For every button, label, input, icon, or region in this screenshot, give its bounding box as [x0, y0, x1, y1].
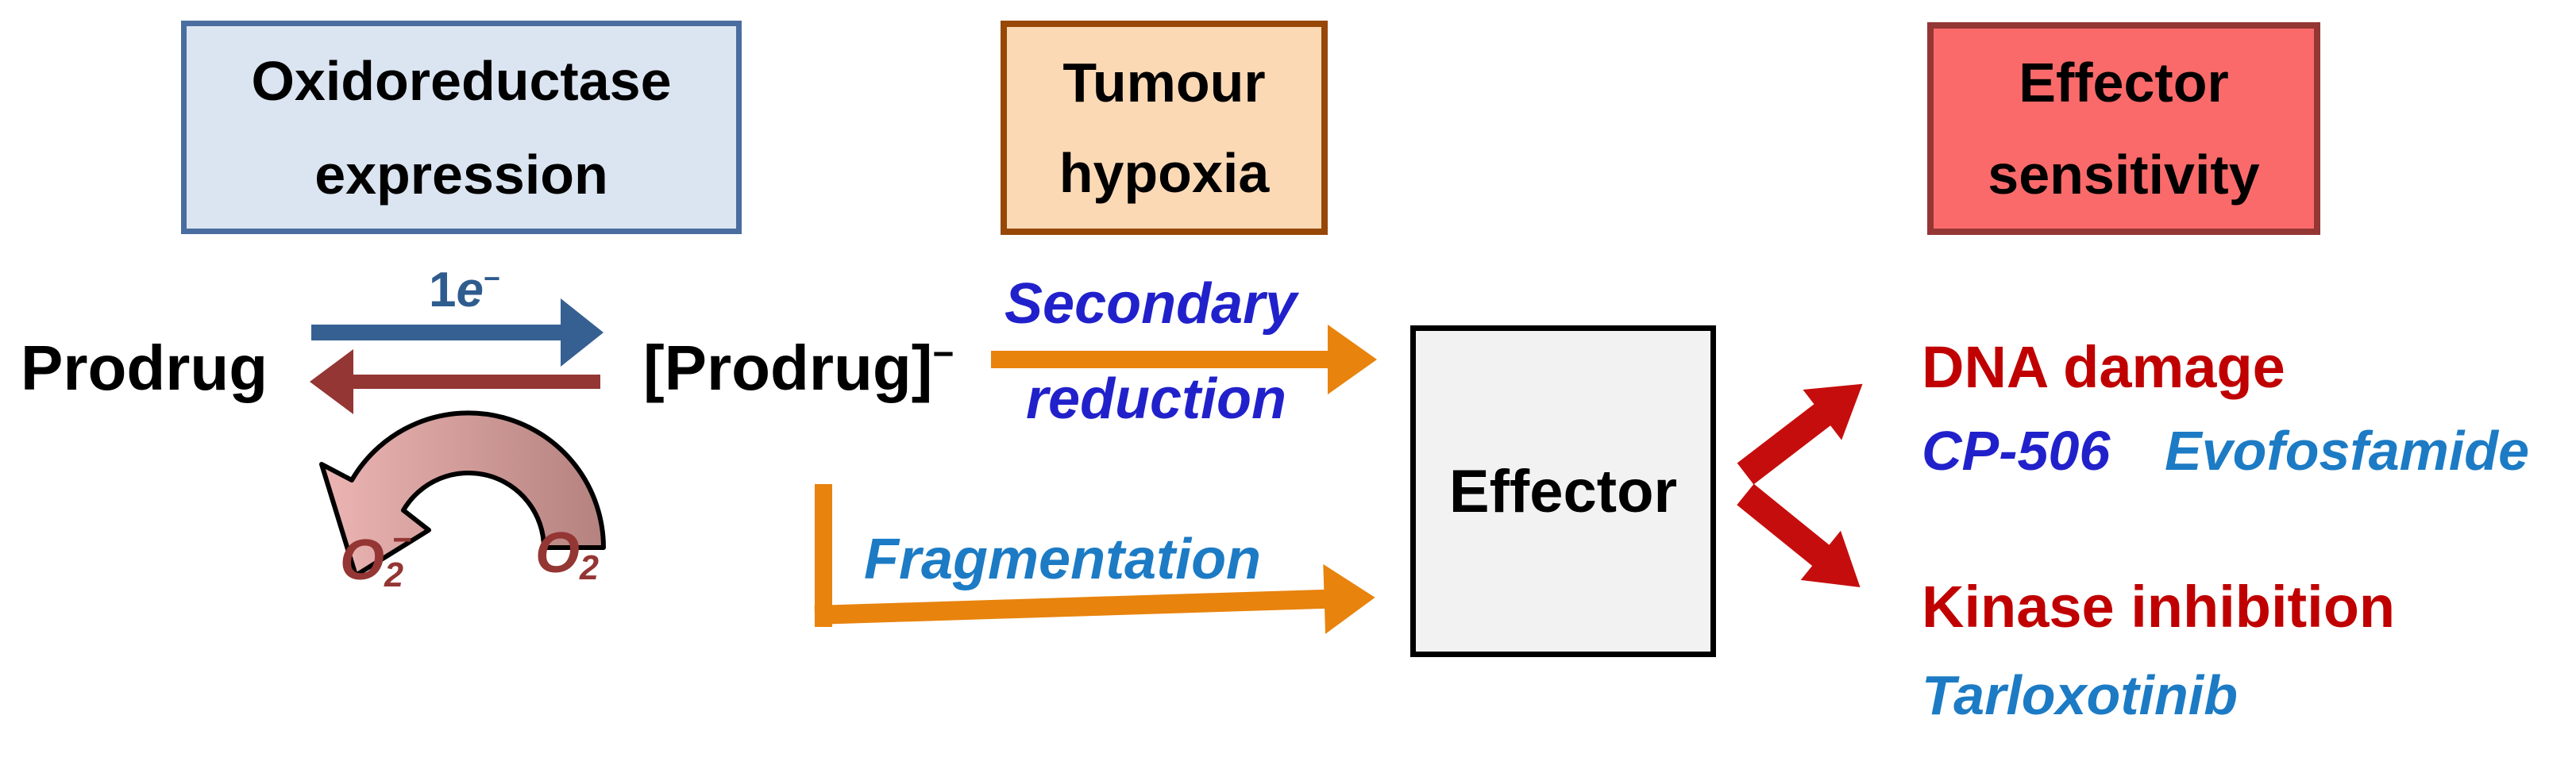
oxygen-label: O2 [535, 521, 599, 588]
kinase-inhibition-label: Kinase inhibition [1922, 573, 2395, 640]
one-electron-label: 1e− [429, 262, 500, 318]
oxidoreductase-box-line1: Oxidoreductase [251, 49, 672, 112]
prodrug-label: Prodrug [21, 332, 268, 405]
tumour-box-line1: Tumour [1062, 52, 1266, 113]
oxygen-subscript: 2 [580, 548, 600, 587]
cp506-text: CP-506 [1922, 420, 2111, 482]
superoxide-subscript: 2 [384, 556, 404, 594]
reduction-text: reduction [1026, 367, 1287, 431]
kinase-inhibition-text: Kinase inhibition [1922, 574, 2396, 640]
secondary-reduction-label-line1: Secondary [1005, 271, 1297, 336]
one-electron-forward-arrow-icon [311, 298, 604, 367]
effector-box-label: Effector [1448, 457, 1678, 525]
fragmentation-label: Fragmentation [864, 527, 1261, 592]
dna-damage-text: DNA damage [1922, 334, 2285, 400]
effector-split-upper-arrow-icon [1737, 383, 1863, 485]
prodrug-radical-label: [Prodrug]− [643, 332, 954, 405]
effector-box: Effector [1410, 325, 1716, 657]
superoxide-element: O [340, 529, 385, 592]
evofosfamide-label: Evofosfamide [2165, 419, 2529, 483]
effector-sensitivity-box: Effector sensitivity [1927, 22, 2320, 235]
back-oxidation-arrow-icon [310, 349, 600, 414]
cp506-label: CP-506 [1922, 419, 2110, 483]
sensitivity-box-line1: Effector [2019, 52, 2229, 113]
oxidoreductase-expression-box: Oxidoreductase expression [181, 21, 742, 234]
superoxide-label: O2− [340, 521, 411, 595]
effector-split-lower-arrow-icon [1737, 483, 1861, 588]
electron-charge: − [483, 262, 500, 294]
prodrug-radical-charge: − [932, 333, 954, 375]
sensitivity-box-line2: sensitivity [1988, 144, 2260, 206]
secondary-reduction-label-line2: reduction [1026, 367, 1286, 432]
electron-symbol: e [456, 263, 484, 318]
prodrug-radical-text: [Prodrug] [643, 333, 933, 403]
tarloxotinib-label: Tarloxotinib [1922, 663, 2238, 727]
tarloxotinib-text: Tarloxotinib [1922, 664, 2238, 726]
fragmentation-text: Fragmentation [864, 528, 1262, 591]
evofosfamide-text: Evofosfamide [2165, 420, 2529, 482]
tumour-hypoxia-box: Tumour hypoxia [1001, 21, 1328, 235]
prodrug-text: Prodrug [21, 333, 268, 403]
fragmentation-arrow-icon [814, 563, 1375, 634]
oxidoreductase-box-line2: expression [314, 143, 608, 206]
secondary-reduction-arrow-icon [991, 325, 1377, 394]
tumour-box-line2: hypoxia [1059, 142, 1270, 204]
fragmentation-arrow-stem [815, 484, 832, 627]
oxygen-cycle-arch-arrow-icon [319, 410, 606, 578]
dna-damage-label: DNA damage [1922, 333, 2285, 401]
oxygen-element: O [535, 521, 580, 585]
secondary-text: Secondary [1005, 272, 1298, 336]
superoxide-charge: − [391, 521, 411, 558]
electron-coefficient: 1 [429, 263, 457, 318]
